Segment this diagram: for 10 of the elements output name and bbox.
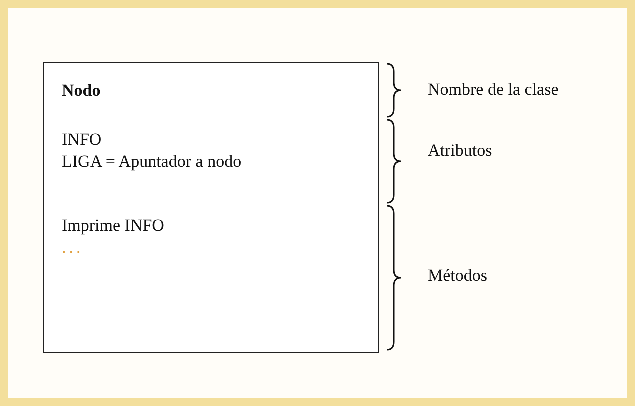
method-text: Imprime INFO (62, 215, 164, 237)
class-compartment (43, 62, 379, 120)
section-label: Atributos (428, 141, 492, 161)
class-name: Nodo (62, 80, 101, 102)
attribute-text: INFO (62, 129, 102, 151)
section-label: Nombre de la clase (428, 80, 559, 100)
ellipsis: ... (62, 237, 84, 259)
section-label: Métodos (428, 266, 488, 286)
class-compartment (43, 205, 379, 352)
attribute-text: LIGA = Apuntador a nodo (62, 151, 242, 173)
